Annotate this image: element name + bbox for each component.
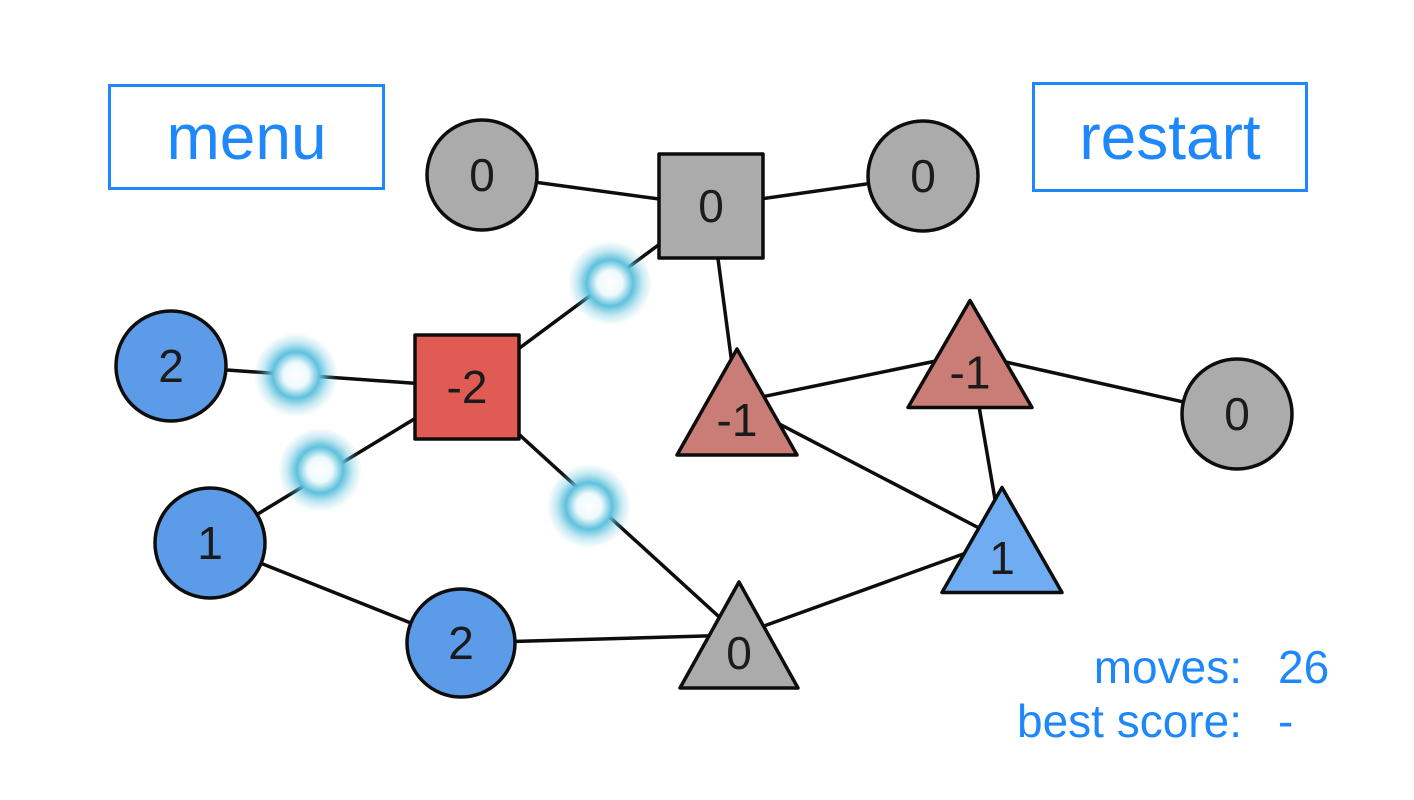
square-shape (413, 333, 521, 441)
node-label: 0 (726, 627, 752, 679)
node-label: -1 (950, 346, 991, 398)
best-score-label: best score: (1017, 695, 1242, 747)
node-square-0[interactable]: 0 (657, 152, 765, 260)
circle-shape (425, 118, 539, 232)
node-label: 1 (197, 517, 223, 569)
circle-shape (153, 486, 267, 600)
node-triangle-1[interactable]: 1 (940, 485, 1064, 595)
node-square--2[interactable]: -2 (413, 333, 521, 441)
node-circle-2[interactable]: 2 (114, 309, 228, 423)
glow-markers-layer (254, 241, 652, 548)
node-label: 2 (158, 340, 184, 392)
node-label: -2 (447, 361, 488, 413)
triangle-shape (675, 347, 799, 457)
menu-button[interactable]: menu (108, 84, 385, 190)
node-label: 2 (448, 617, 474, 669)
triangle-shape (678, 580, 800, 690)
node-circle-2[interactable]: 2 (405, 587, 517, 699)
edge (736, 352, 971, 404)
node-label: 0 (698, 180, 724, 232)
restart-button[interactable]: restart (1032, 82, 1308, 192)
node-label: 0 (1224, 388, 1250, 440)
node-circle-0[interactable]: 0 (425, 118, 539, 232)
circle-shape (114, 309, 228, 423)
moves-value: 26 (1278, 641, 1330, 693)
edge-glow-marker[interactable] (568, 241, 652, 325)
node-circle-0[interactable]: 0 (1180, 357, 1294, 471)
edge-glow-marker[interactable] (547, 464, 631, 548)
moves-label: moves: (1093, 641, 1242, 693)
circle-shape (405, 587, 517, 699)
node-circle-0[interactable]: 0 (866, 119, 980, 233)
node-label: -1 (717, 394, 758, 446)
node-circle-1[interactable]: 1 (153, 486, 267, 600)
square-shape (657, 152, 765, 260)
triangle-shape (906, 298, 1034, 410)
best-score-value: - (1278, 695, 1294, 747)
circle-shape (866, 119, 980, 233)
node-label: 1 (989, 532, 1015, 584)
node-triangle--1[interactable]: -1 (906, 298, 1034, 410)
edge-glow-marker[interactable] (278, 428, 362, 512)
triangle-shape (940, 485, 1064, 595)
score-panel: moves: 26 best score: - (1017, 640, 1340, 748)
edge (738, 538, 1003, 637)
circle-shape (1180, 357, 1294, 471)
node-label: 0 (469, 149, 495, 201)
node-triangle-0[interactable]: 0 (678, 580, 800, 690)
node-label: 0 (910, 150, 936, 202)
edge-glow-marker[interactable] (254, 333, 338, 417)
nodes-layer: 0 0 0 2 -2 -1 -1 0 1 1 2 0 (114, 118, 1294, 699)
node-triangle--1[interactable]: -1 (675, 347, 799, 457)
